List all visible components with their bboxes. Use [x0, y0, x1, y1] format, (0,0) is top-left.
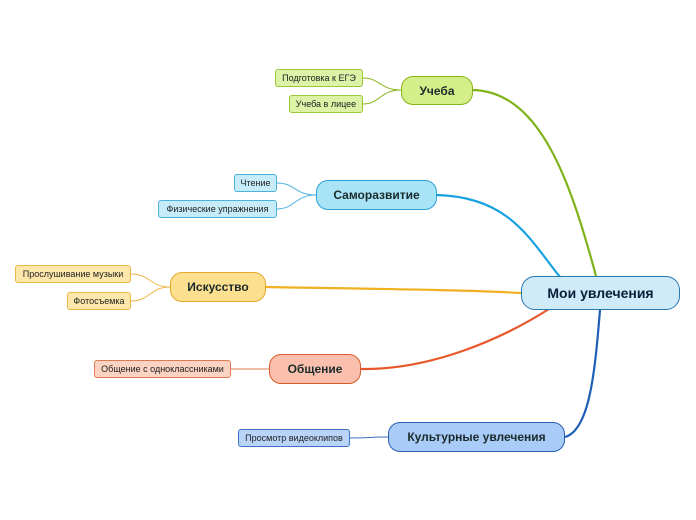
central-topic[interactable]: Мои увлечения: [521, 276, 680, 310]
subtopic-obshenie-s-odnoklassnikami[interactable]: Общение с одноклассниками: [94, 360, 231, 378]
branch-line-iskusstvo: [265, 285, 522, 295]
subtopic-chtenie[interactable]: Чтение: [234, 174, 277, 192]
leaf-line-muz: [130, 273, 171, 288]
branch-line-ucheba: [472, 88, 598, 277]
leaf-line-ege: [362, 77, 402, 91]
subtopic-ucheba-v-licee[interactable]: Учеба в лицее: [289, 95, 363, 113]
topic-iskusstvo[interactable]: Искусство: [170, 272, 266, 302]
leaf-line-licey: [362, 89, 402, 105]
topic-samorazvitie[interactable]: Саморазвитие: [316, 180, 437, 210]
branch-line-samorazvitie: [436, 193, 561, 278]
branch-line-obshenie: [360, 308, 550, 371]
subtopic-podgotovka-ege[interactable]: Подготовка к ЕГЭ: [275, 69, 363, 87]
leaf-line-video: [349, 436, 389, 439]
branch-line-kultura: [564, 309, 602, 439]
leaf-line-fiz: [276, 194, 317, 210]
leaf-line-chtenie: [276, 182, 317, 196]
topic-kulturnye-uvlecheniya[interactable]: Культурные увлечения: [388, 422, 565, 452]
subtopic-fizicheskie-uprazhneniya[interactable]: Физические упражнения: [158, 200, 277, 218]
leaf-line-foto: [130, 286, 171, 302]
subtopic-proslushivanie-muzyki[interactable]: Прослушивание музыки: [15, 265, 131, 283]
subtopic-fotosemka[interactable]: Фотосъемка: [67, 292, 131, 310]
topic-obshenie[interactable]: Общение: [269, 354, 361, 384]
topic-ucheba[interactable]: Учеба: [401, 76, 473, 105]
subtopic-prosmotr-videoklipov[interactable]: Просмотр видеоклипов: [238, 429, 350, 447]
